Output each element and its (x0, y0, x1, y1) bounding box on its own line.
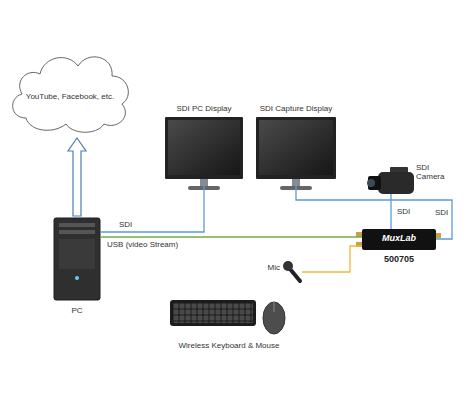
monitor-bezel (165, 117, 243, 179)
mouse-body (263, 302, 285, 334)
node-label: SDI PC Display (176, 104, 231, 114)
camera-body (378, 172, 414, 194)
converter-case (362, 229, 436, 250)
monitor-bezel (256, 117, 336, 179)
pc-power-light (75, 276, 79, 280)
muxlab-converter: MuxLab500705 (362, 229, 436, 250)
pc-drive-bay (59, 230, 95, 234)
pc-front-panel (59, 239, 95, 269)
bnc-connector (356, 232, 363, 237)
cloud-node: YouTube, Facebook, etc. (6, 40, 134, 136)
cable-label: USB (video Stream) (106, 240, 179, 250)
node-label: Wireless Keyboard & Mouse (179, 341, 280, 351)
cable-label: SDI (434, 208, 449, 218)
keyboard-mouse: Wireless Keyboard & Mouse (170, 300, 288, 336)
cloud-shape (13, 57, 129, 132)
pc-tower: PC (54, 218, 100, 300)
node-label: SDI Capture Display (260, 104, 332, 114)
node-label: Mic (268, 263, 280, 273)
monitor-screen (168, 120, 240, 175)
microphone: Mic (283, 261, 302, 283)
cable-label: SDI (118, 220, 133, 230)
monitor-display: SDI PC Display (165, 117, 243, 179)
camera-glass (367, 179, 375, 187)
audio-cable (302, 246, 362, 272)
pc-drive-bay (59, 223, 95, 227)
mouse-button-split (274, 302, 275, 312)
model-number: 500705 (384, 254, 414, 265)
pc-case (54, 218, 100, 300)
monitor-display: SDI Capture Display (256, 117, 336, 179)
monitor-screen (259, 120, 333, 175)
stream-arrow (68, 138, 86, 216)
keyboard-keys (173, 303, 253, 323)
camera-lens (368, 176, 381, 190)
node-label: MuxLab (382, 233, 416, 244)
keyboard-body (170, 300, 256, 326)
node-label: SDI Camera (416, 163, 448, 181)
usb-cable (100, 236, 362, 237)
mic-head (283, 261, 293, 271)
sdi-cable (390, 194, 391, 229)
cable-label: SDI (396, 207, 411, 217)
node-label: YouTube, Facebook, etc. (26, 92, 114, 102)
sdi-cable (296, 179, 452, 239)
cloud-outline (6, 40, 134, 136)
sdi-camera: SDI Camera (368, 167, 414, 194)
sdi-cable (100, 179, 204, 232)
node-label: PC (71, 306, 82, 316)
mic-handle (290, 269, 300, 281)
